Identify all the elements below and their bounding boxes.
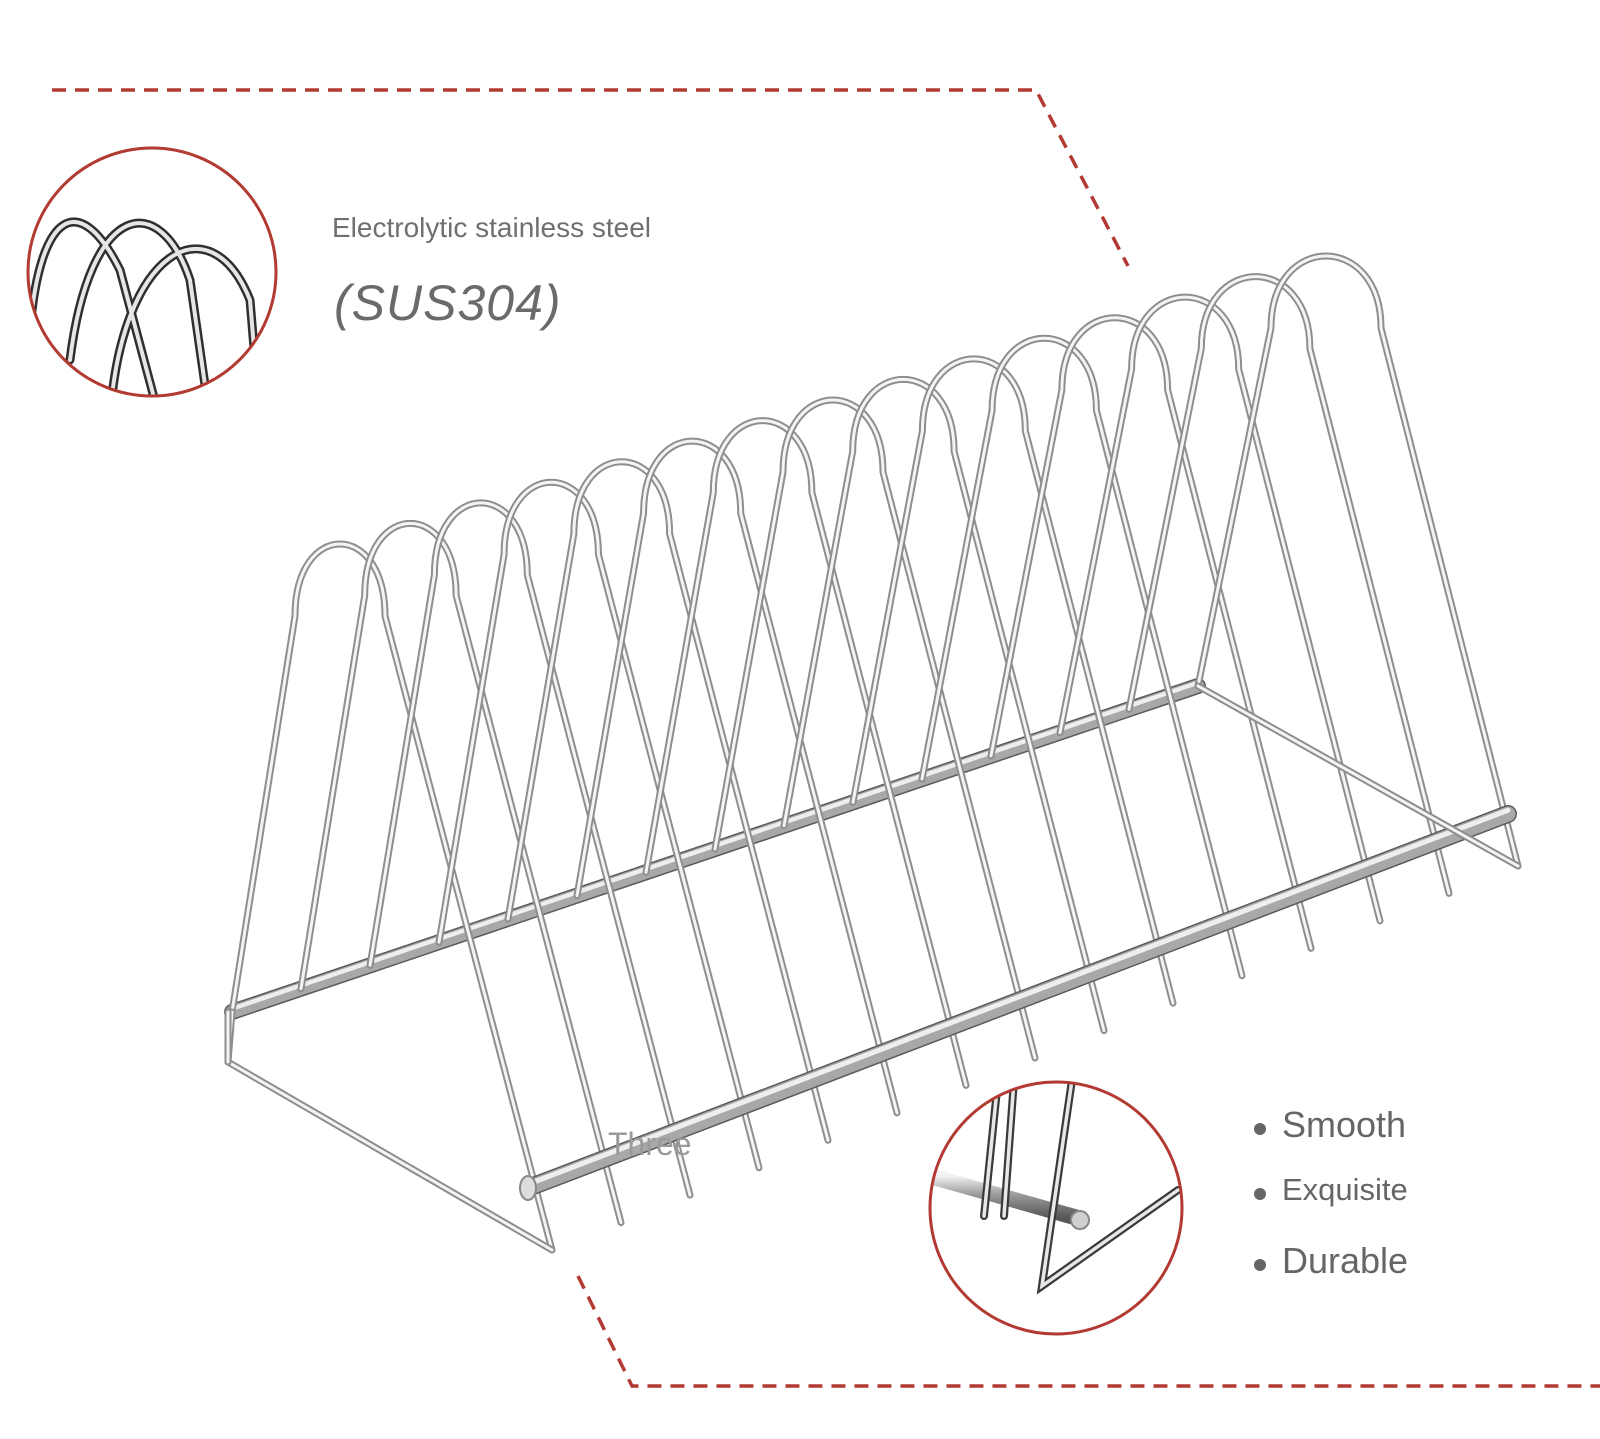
dashed-frame (52, 88, 1600, 1388)
bullet-dot-icon (1254, 1123, 1266, 1135)
bullet-dot-icon (1254, 1188, 1266, 1200)
feature-item-durable: Durable (1254, 1240, 1408, 1282)
detail-magnifier-base-icon (928, 1080, 1184, 1336)
dish-rack (224, 252, 1522, 1254)
feature-item-exquisite: Exquisite (1254, 1172, 1408, 1208)
feature-label: Durable (1282, 1240, 1409, 1281)
feature-label: Exquisite (1282, 1172, 1408, 1207)
detail-magnifier-arches-icon (26, 146, 278, 398)
material-title: Electrolytic stainless steel (332, 212, 652, 243)
overlay-caption: Three (608, 1126, 692, 1162)
material-grade: (SUS304) (334, 275, 562, 331)
bullet-dot-icon (1254, 1259, 1266, 1271)
feature-item-smooth: Smooth (1254, 1104, 1406, 1146)
feature-label: Smooth (1282, 1104, 1407, 1145)
